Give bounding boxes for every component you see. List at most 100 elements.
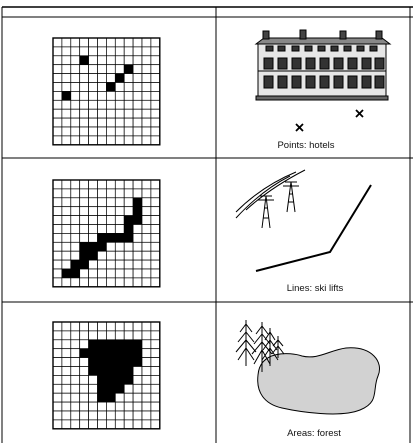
grid-cell [142, 118, 151, 127]
grid-cell [62, 260, 71, 269]
grid-cell [62, 402, 71, 411]
grid-cell [80, 127, 89, 136]
grid-cell [89, 136, 98, 145]
grid-cell [115, 216, 124, 225]
grid-cell [80, 109, 89, 118]
grid-cell-filled [80, 260, 89, 269]
grid-cell [53, 65, 62, 74]
grid-cell [142, 74, 151, 83]
grid-cell [98, 198, 107, 207]
raster-grid-areas [53, 322, 160, 429]
grid-cell [53, 349, 62, 358]
grid-cell [106, 198, 115, 207]
grid-cell [115, 278, 124, 287]
grid-cell [53, 180, 62, 189]
grid-cell [89, 38, 98, 47]
grid-cell [53, 216, 62, 225]
grid-cell [62, 375, 71, 384]
grid-cell [151, 384, 160, 393]
grid-cell [89, 65, 98, 74]
grid-cell [89, 225, 98, 234]
grid-cell [124, 189, 133, 198]
grid-cell [89, 269, 98, 278]
grid-cell [71, 331, 80, 340]
grid-cell [71, 118, 80, 127]
grid-cell [142, 411, 151, 420]
grid-cell [151, 251, 160, 260]
grid-cell-filled [80, 242, 89, 251]
grid-cell [151, 260, 160, 269]
grid-cell [98, 411, 107, 420]
grid-cell [89, 198, 98, 207]
grid-cell-filled [71, 260, 80, 269]
grid-cell [115, 411, 124, 420]
grid-cell [142, 180, 151, 189]
grid-cell [106, 127, 115, 136]
grid-cell [106, 260, 115, 269]
grid-cell [133, 233, 142, 242]
grid-cell [53, 127, 62, 136]
grid-cell-filled [89, 251, 98, 260]
grid-cell [53, 251, 62, 260]
grid-cell [71, 207, 80, 216]
grid-cell [62, 189, 71, 198]
grid-cell [124, 91, 133, 100]
grid-cell [80, 322, 89, 331]
grid-cell-filled [62, 269, 71, 278]
grid-cell [142, 331, 151, 340]
grid-cell [89, 411, 98, 420]
grid-cell-filled [133, 358, 142, 367]
grid-cell [142, 260, 151, 269]
grid-cell [115, 136, 124, 145]
grid-cell [62, 207, 71, 216]
grid-cell [133, 402, 142, 411]
grid-cell [142, 65, 151, 74]
grid-cell [80, 136, 89, 145]
grid-cell [89, 83, 98, 92]
grid-cell [106, 100, 115, 109]
grid-cell-filled [106, 340, 115, 349]
grid-cell [142, 127, 151, 136]
grid-cell [142, 136, 151, 145]
grid-cell [142, 207, 151, 216]
grid-cell [124, 384, 133, 393]
grid-cell [71, 375, 80, 384]
grid-cell [115, 251, 124, 260]
grid-cell [98, 109, 107, 118]
grid-cell [115, 118, 124, 127]
grid-cell [124, 269, 133, 278]
grid-cell [115, 91, 124, 100]
grid-cell [80, 331, 89, 340]
grid-cell [98, 260, 107, 269]
grid-cell [53, 393, 62, 402]
grid-cell [124, 180, 133, 189]
grid-cell [124, 74, 133, 83]
grid-cell [71, 402, 80, 411]
grid-cell-filled [89, 367, 98, 376]
grid-cell [142, 225, 151, 234]
grid-cell [62, 56, 71, 65]
grid-cell [151, 83, 160, 92]
grid-cell [124, 260, 133, 269]
grid-cell [80, 118, 89, 127]
grid-cell [151, 38, 160, 47]
raster-grid-lines [53, 180, 160, 287]
grid-cell [124, 278, 133, 287]
grid-cell [142, 358, 151, 367]
grid-cell [133, 331, 142, 340]
grid-cell [62, 118, 71, 127]
grid-cell [71, 180, 80, 189]
grid-cell [71, 367, 80, 376]
grid-cell [106, 269, 115, 278]
grid-cell-filled [80, 56, 89, 65]
grid-cell [106, 225, 115, 234]
grid-cell [89, 56, 98, 65]
grid-cell [115, 331, 124, 340]
grid-cell [106, 74, 115, 83]
grid-cell [151, 65, 160, 74]
grid-cell [142, 269, 151, 278]
grid-cell [115, 322, 124, 331]
grid-cell [151, 242, 160, 251]
grid-cell [115, 180, 124, 189]
grid-cell [106, 411, 115, 420]
